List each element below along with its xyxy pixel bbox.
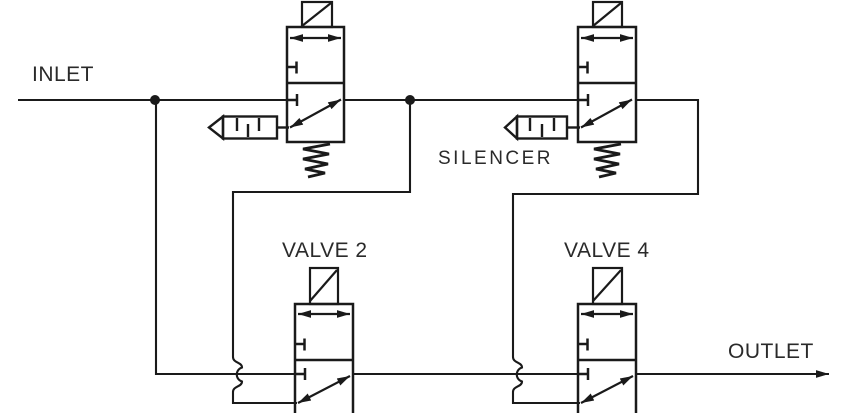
valve-2-symbol: [293, 266, 355, 413]
solenoid-coil-icon: [591, 266, 624, 306]
line-work: [18, 0, 829, 413]
valve-body: [576, 25, 638, 144]
valve-body: [293, 302, 355, 413]
flow-path-arrow: [297, 375, 351, 404]
blocked-port-tick: [295, 338, 306, 351]
inlet-to-valve2-pipe: [154, 100, 295, 376]
solenoid-coil-icon: [308, 266, 340, 306]
blocked-port-tick: [578, 338, 589, 351]
blocked-port-tick: [287, 61, 298, 74]
silencer-label: SILENCER: [438, 148, 553, 169]
inlet-label: INLET: [32, 63, 94, 86]
valve-top-right-symbol: [576, 0, 638, 179]
flow-path-arrow: [289, 98, 342, 129]
labels: INLET SILENCER VALVE 2 VALVE 4 OUTLET: [32, 63, 814, 363]
valve-body: [576, 302, 638, 413]
valve2-label: VALVE 2: [282, 239, 368, 262]
flow-path-arrow: [580, 98, 633, 129]
blocked-port-tick: [578, 61, 589, 74]
valve-body: [285, 25, 346, 144]
valve4-label: VALVE 4: [564, 239, 650, 262]
topleft-valve-to-valve2-pipe: [231, 100, 412, 405]
spring-return-icon: [302, 142, 331, 179]
flow-path-arrow: [580, 375, 634, 404]
solenoid-coil-icon: [300, 0, 334, 29]
blocked-port-tick: [578, 94, 590, 106]
valve-top-left-symbol: [285, 0, 346, 179]
topright-valve-to-valve4-pipe: [511, 98, 700, 405]
silencer-muffler-icon: [207, 114, 289, 141]
spring-return-icon: [593, 142, 622, 179]
blocked-port-tick: [295, 368, 307, 380]
silencer-muffler-icon: [503, 113, 580, 142]
solenoid-coil-icon: [591, 0, 624, 29]
valve-4-symbol: [576, 266, 638, 413]
blocked-port-tick: [578, 368, 590, 380]
blocked-port-tick: [287, 94, 299, 106]
outlet-label: OUTLET: [728, 340, 814, 363]
